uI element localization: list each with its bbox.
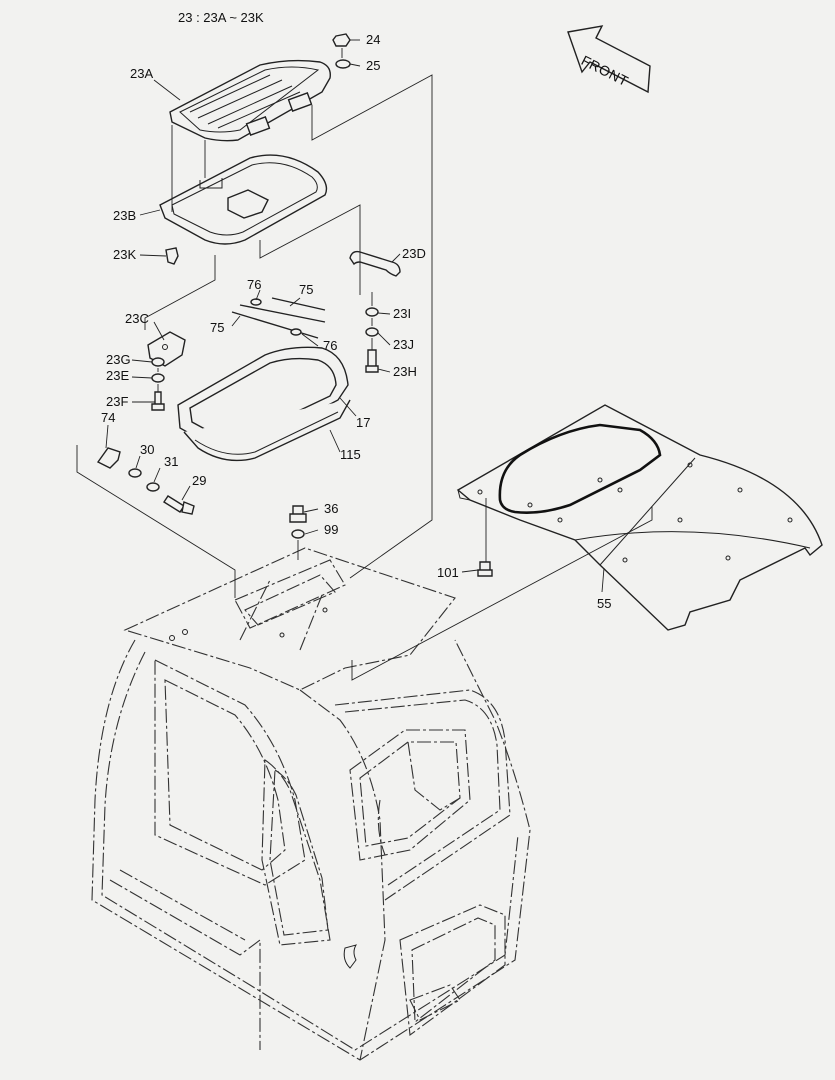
cab-frame (91, 547, 531, 1061)
callout-55: 55 (597, 596, 612, 611)
stay-rod-75 (231, 297, 326, 339)
fastener-set (128, 33, 493, 577)
callout-23a: 23A (130, 66, 154, 81)
callout-23g: 23G (106, 352, 131, 367)
callout-101: 101 (437, 565, 459, 580)
callout-24: 24 (366, 32, 381, 47)
callout-23f: 23F (106, 394, 129, 409)
front-direction-arrow (567, 25, 651, 94)
callout-25: 25 (366, 58, 381, 73)
callout-23j: 23J (393, 337, 414, 352)
roof-cover-55 (456, 404, 823, 631)
callout-115: 115 (340, 447, 361, 462)
callout-23b: 23B (113, 208, 137, 223)
callout-76-right: 76 (323, 338, 338, 353)
hatch-frame-23b (159, 154, 328, 245)
callout-74: 74 (101, 410, 116, 425)
handle-23d (349, 250, 401, 277)
callout-75-top: 75 (299, 282, 314, 297)
callout-30: 30 (140, 442, 155, 457)
callout-75-left: 75 (210, 320, 225, 335)
callout-31: 31 (164, 454, 179, 469)
leader-lines (76, 39, 653, 681)
callout-29: 29 (192, 473, 207, 488)
callout-17: 17 (356, 415, 371, 430)
callout-23k: 23K (113, 247, 137, 262)
callout-23d: 23D (402, 246, 426, 261)
callout-23h: 23H (393, 364, 417, 379)
callout-23c: 23C (125, 311, 149, 326)
assembly-note: 23 : 23A ~ 23K (178, 10, 264, 25)
callout-23e: 23E (106, 368, 130, 383)
latch-74 (96, 447, 121, 469)
seal-frame-17 (177, 346, 349, 449)
hatch-cover-23a (169, 59, 331, 142)
callout-76-top: 76 (247, 277, 262, 292)
callout-99: 99 (324, 522, 339, 537)
callout-23i: 23I (393, 306, 412, 321)
gasket-115 (183, 399, 351, 462)
callout-36: 36 (324, 501, 339, 516)
